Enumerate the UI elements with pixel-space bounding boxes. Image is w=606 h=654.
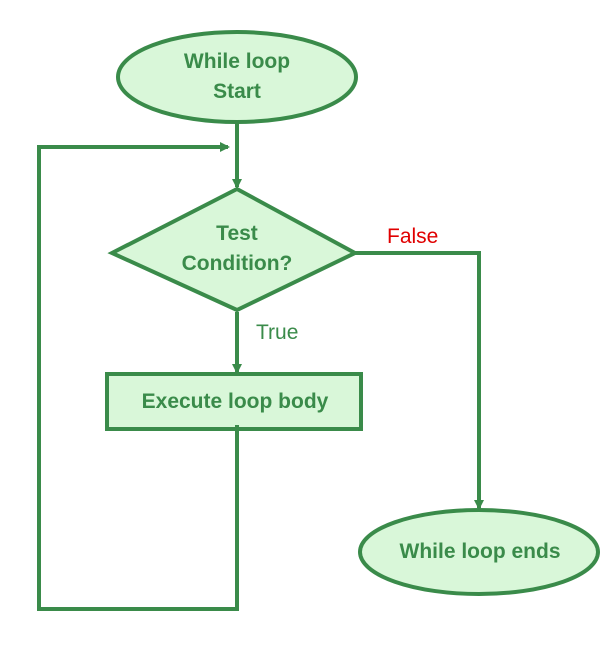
end-node-label: While loop ends	[399, 540, 561, 563]
condition-decision-shape	[107, 186, 360, 313]
false-branch-arrow	[355, 251, 484, 510]
false-branch-label: False	[387, 225, 439, 248]
end-terminal-shape	[358, 508, 600, 596]
condition-node-label: Test Condition?	[181, 222, 293, 275]
loop-back-connector	[37, 142, 239, 611]
true-branch-label: True	[256, 321, 299, 344]
loop-body-process-shape	[105, 372, 363, 431]
start-node-label: While loop Start	[183, 50, 291, 103]
loop-body-label: Execute loop body	[141, 389, 329, 413]
